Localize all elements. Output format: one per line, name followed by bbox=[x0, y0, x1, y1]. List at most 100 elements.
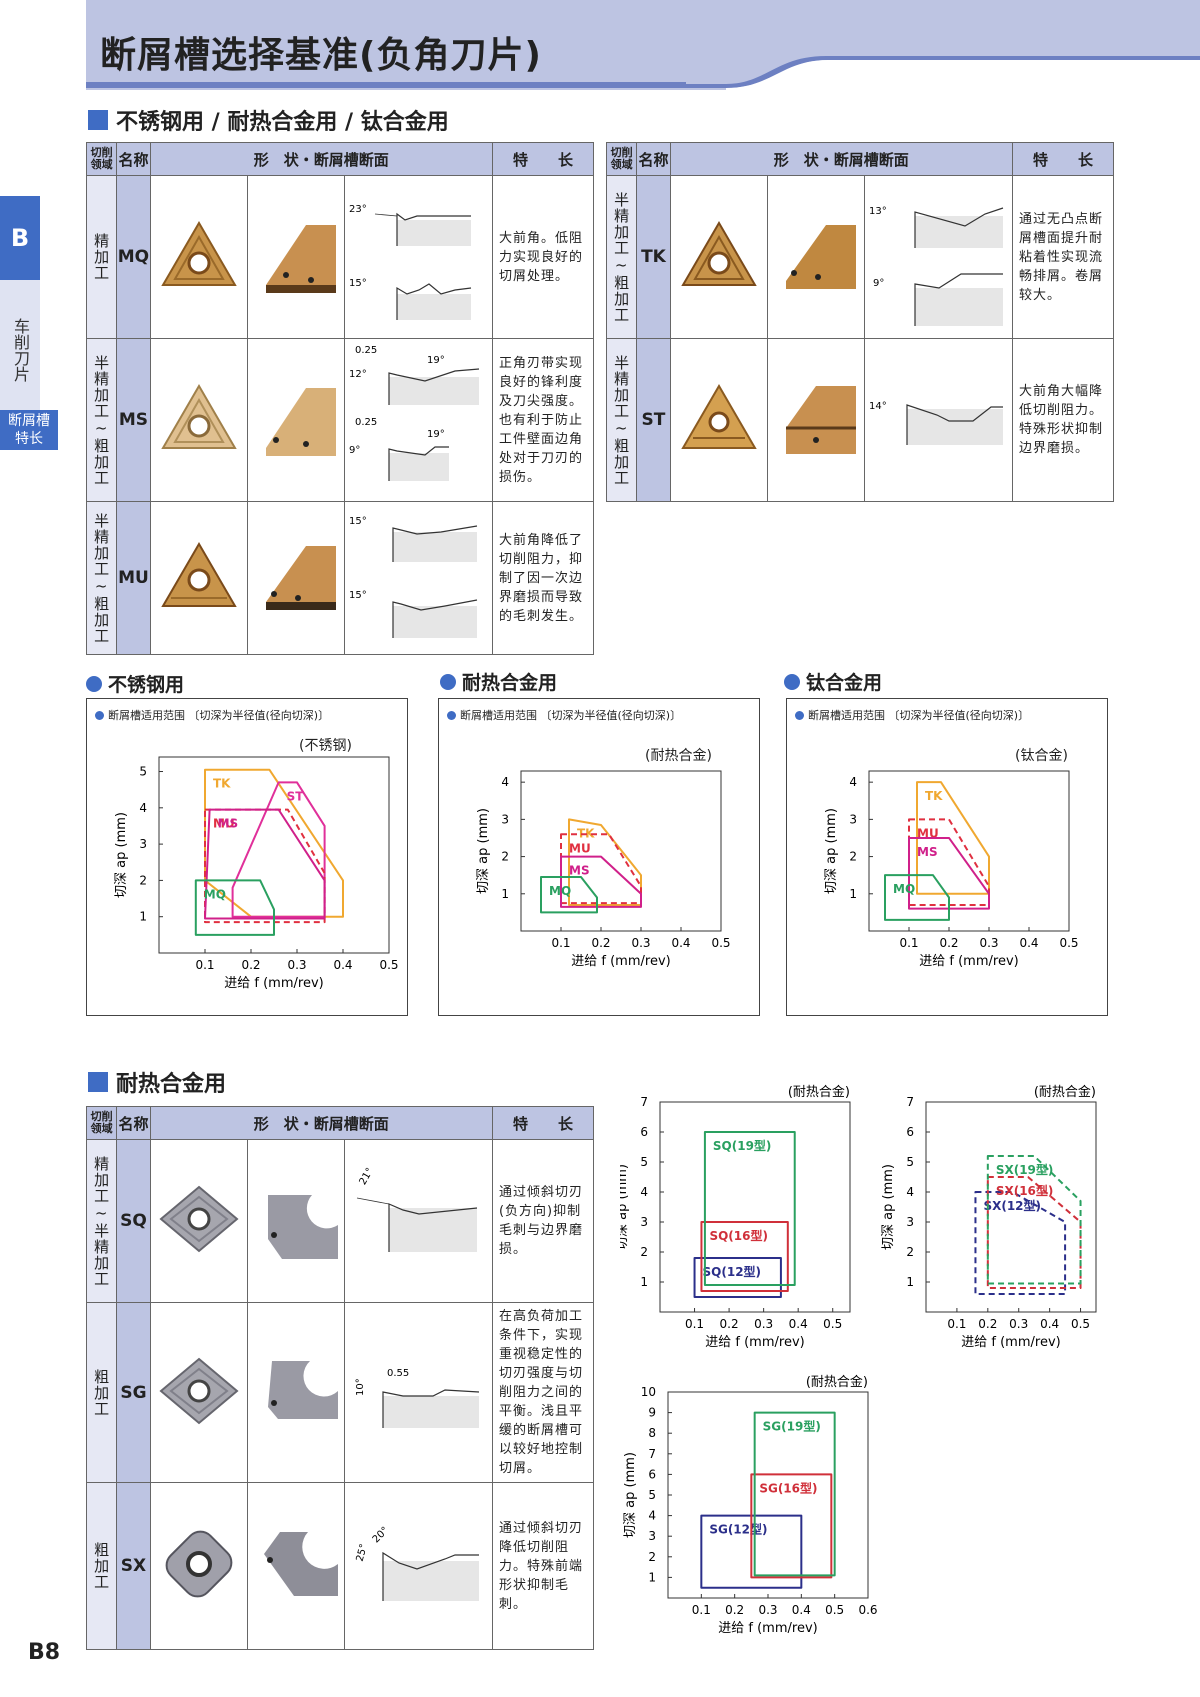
region-cell: 半精加工~粗加工 bbox=[85, 338, 118, 502]
svg-text:0.1: 0.1 bbox=[685, 1317, 704, 1331]
bullet-dot-icon bbox=[447, 710, 456, 720]
svg-text:0.1: 0.1 bbox=[692, 1603, 711, 1617]
svg-text:2: 2 bbox=[640, 1245, 648, 1259]
insert-corner-icon bbox=[265, 546, 336, 610]
svg-text:进给 f (mm/rev): 进给 f (mm/rev) bbox=[705, 1335, 804, 1350]
groove-profile: 14° bbox=[863, 338, 1013, 502]
chart-note: 断屑槽适用范围 〔切深为半径值(径向切深)〕 bbox=[95, 707, 329, 723]
svg-text:5: 5 bbox=[648, 1488, 656, 1502]
svg-text:6: 6 bbox=[640, 1125, 648, 1139]
svg-text:MS: MS bbox=[218, 817, 239, 831]
feature-text: 大前角。低阻力实现良好的切屑处理。 bbox=[491, 175, 595, 339]
svg-text:0.4: 0.4 bbox=[671, 936, 690, 950]
col-feature: 特 长 bbox=[491, 142, 595, 176]
svg-text:ST: ST bbox=[287, 789, 305, 803]
groove-profile: 10° 0.55 bbox=[343, 1302, 493, 1483]
svg-text:6: 6 bbox=[906, 1125, 914, 1139]
section-title-text: 不锈钢用 / 耐热合金用 / 钛合金用 bbox=[116, 110, 449, 135]
svg-text:切深 ap (mm): 切深 ap (mm) bbox=[881, 1164, 896, 1250]
svg-text:3: 3 bbox=[648, 1529, 656, 1543]
svg-text:0.4: 0.4 bbox=[792, 1603, 811, 1617]
col-name: 名称 bbox=[116, 142, 151, 176]
svg-text:9°: 9° bbox=[873, 278, 884, 289]
groove-section-diagram: 13° 9° bbox=[869, 206, 1003, 326]
groove-profile: 0.25 12° 19° 0.25 9° 19° bbox=[343, 338, 493, 502]
chipbreaker-name: SX bbox=[116, 1482, 151, 1650]
header-swoosh bbox=[686, 56, 1200, 90]
insert-image bbox=[149, 338, 248, 502]
groove-profile: 25° 20° bbox=[343, 1482, 493, 1650]
table-row: 精加工 MQ 23° 15° 大前角。低阻力实现良好的切屑处理。 bbox=[85, 175, 595, 339]
svg-text:0.2: 0.2 bbox=[939, 936, 958, 950]
svg-text:MQ: MQ bbox=[549, 884, 571, 898]
svg-text:进给 f (mm/rev): 进给 f (mm/rev) bbox=[961, 1335, 1060, 1350]
svg-text:进给 f (mm/rev): 进给 f (mm/rev) bbox=[571, 954, 670, 969]
groove-section-diagram: 21° bbox=[356, 1166, 477, 1252]
svg-text:SX(19型): SX(19型) bbox=[996, 1162, 1054, 1177]
svg-text:0.5: 0.5 bbox=[1059, 936, 1078, 950]
table-row: 半精加工~粗加工 MU 15° 15° 大前角降低了切削阻力，抑制了因一次边界磨… bbox=[85, 501, 595, 655]
section-title-1: 不锈钢用 / 耐热合金用 / 钛合金用 bbox=[88, 104, 449, 136]
svg-text:切深 ap (mm): 切深 ap (mm) bbox=[623, 1452, 638, 1538]
svg-text:3: 3 bbox=[849, 812, 857, 826]
chipbreaker-name: ST bbox=[636, 338, 671, 502]
svg-text:0.5: 0.5 bbox=[823, 1317, 842, 1331]
svg-text:0.1: 0.1 bbox=[195, 958, 214, 972]
triangle-insert-icon bbox=[160, 221, 237, 286]
svg-text:切深 ap (mm): 切深 ap (mm) bbox=[114, 812, 129, 898]
insert-closeup-image bbox=[246, 501, 345, 655]
svg-text:19°: 19° bbox=[427, 429, 445, 440]
section-tab-b[interactable]: B bbox=[0, 196, 40, 280]
svg-text:14°: 14° bbox=[869, 401, 887, 412]
svg-text:5: 5 bbox=[906, 1155, 914, 1169]
svg-text:3: 3 bbox=[501, 812, 509, 826]
region-cell: 粗加工 bbox=[85, 1482, 118, 1650]
bullet-dot-icon bbox=[795, 710, 804, 720]
svg-text:MQ: MQ bbox=[204, 887, 226, 901]
col-shape: 形 状・断屑槽断面 bbox=[149, 1106, 493, 1140]
chipbreaker-table-right: 切削领域 名称 形 状・断屑槽断面 特 长 半精加工~粗加工 TK 13° 9°… bbox=[605, 142, 1115, 502]
chipbreaker-table-left: 切削领域 名称 形 状・断屑槽断面 特 长 精加工 MQ 23° 15° 大前角… bbox=[85, 142, 595, 655]
chipbreaker-name: SQ bbox=[116, 1139, 151, 1303]
side-category-turning-inserts[interactable]: 车削刀片 bbox=[0, 280, 40, 410]
svg-text:25°: 25° bbox=[354, 1543, 369, 1563]
section-title-2: 耐热合金用 bbox=[88, 1066, 226, 1098]
svg-text:5: 5 bbox=[139, 765, 147, 779]
groove-section-diagram: 14° bbox=[869, 401, 1003, 445]
rhombic-insert-icon bbox=[159, 1185, 239, 1253]
svg-text:15°: 15° bbox=[349, 516, 367, 527]
svg-text:0.1: 0.1 bbox=[899, 936, 918, 950]
rhombic-insert-icon bbox=[159, 1357, 239, 1424]
triangle-insert-icon bbox=[680, 221, 757, 286]
feature-text: 在高负荷加工条件下，实现重视稳定性的切刃强度与切削阻力之间的平衡。浅且平缓的断屑… bbox=[491, 1302, 595, 1483]
feature-text: 通过无凸点断屑槽面提升耐粘着性实现流畅排屑。卷屑较大。 bbox=[1011, 175, 1115, 339]
svg-text:0.3: 0.3 bbox=[287, 958, 306, 972]
svg-text:SX(16型): SX(16型) bbox=[996, 1183, 1054, 1198]
svg-text:4: 4 bbox=[640, 1185, 648, 1199]
side-item-chipbreaker-features[interactable]: 断屑槽 特长 bbox=[0, 410, 58, 450]
svg-text:4: 4 bbox=[849, 775, 857, 789]
svg-text:MU: MU bbox=[213, 817, 235, 831]
groove-profile: 15° 15° bbox=[343, 501, 493, 655]
region-cell: 半精加工~粗加工 bbox=[605, 338, 638, 502]
insert-image bbox=[669, 338, 768, 502]
svg-text:1: 1 bbox=[139, 910, 147, 924]
svg-text:13°: 13° bbox=[869, 206, 887, 217]
groove-section-diagram: 23° 15° bbox=[349, 204, 471, 320]
groove-profile: 23° 15° bbox=[343, 175, 493, 339]
insert-closeup-image bbox=[246, 1482, 345, 1650]
svg-text:4: 4 bbox=[906, 1185, 914, 1199]
svg-text:SX(12型): SX(12型) bbox=[983, 1198, 1041, 1213]
triangle-insert-icon bbox=[680, 384, 757, 449]
col-name: 名称 bbox=[116, 1106, 151, 1140]
groove-section-diagram: 0.25 12° 19° 0.25 9° 19° bbox=[349, 345, 479, 481]
chipbreaker-name: MS bbox=[116, 338, 151, 502]
svg-text:4: 4 bbox=[648, 1509, 656, 1523]
